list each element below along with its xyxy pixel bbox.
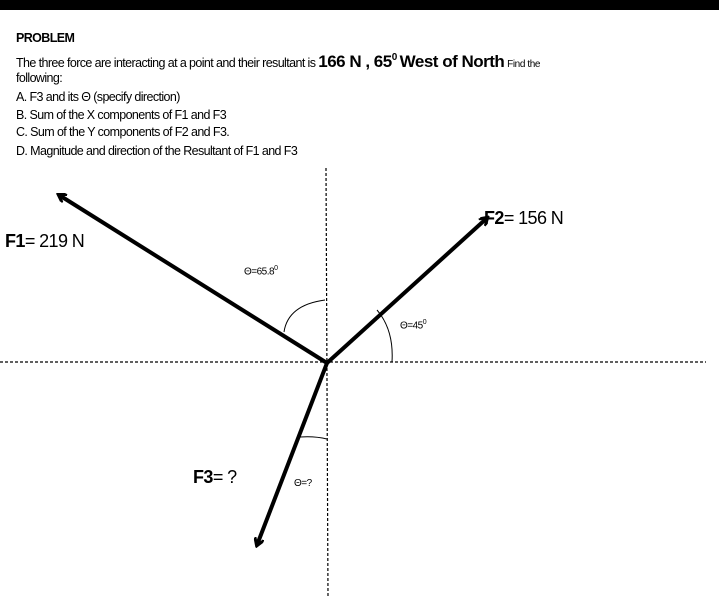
vertical-axis [325, 167, 329, 597]
f1-angle-arc [283, 299, 326, 333]
f1-label: F1= 219 N [5, 231, 85, 252]
question-b: B. Sum of the X components of F1 and F3 [16, 108, 227, 122]
question-a: A. F3 and its Θ (specify direction) [16, 90, 180, 104]
f2-angle-arc [376, 309, 393, 363]
intro-tail: Find the [507, 59, 541, 70]
resultant-direction: West of North [399, 52, 505, 71]
f2-value: = 156 N [503, 208, 564, 228]
resultant-magnitude: 166 N , 65 [318, 52, 392, 71]
f3-value: = ? [212, 467, 237, 487]
f2-angle-degree: 0 [422, 319, 427, 326]
top-black-bar [0, 0, 719, 10]
f2-arrow [325, 218, 487, 365]
f1-angle-text: Θ=65.8 [244, 266, 275, 278]
f2-name: F2 [484, 208, 504, 228]
question-c: C. Sum of the Y components of F2 and F3. [16, 125, 230, 139]
intro-text: The three force are interacting at a poi… [16, 56, 316, 70]
f1-angle-degree: 0 [274, 265, 278, 272]
f1-value: = 219 N [24, 231, 85, 251]
degree-mark: 0 [391, 52, 398, 63]
f3-angle-label: Θ=? [294, 478, 312, 489]
f3-arrow [257, 362, 329, 545]
problem-statement: The three force are interacting at a poi… [16, 52, 540, 72]
f2-angle-text: Θ=45 [400, 320, 423, 332]
question-d: D. Magnitude and direction of the Result… [16, 144, 298, 158]
f2-label: F2= 156 N [484, 208, 564, 229]
f1-angle-label: Θ=65.80 [244, 265, 278, 277]
f2-angle-label: Θ=450 [400, 319, 427, 332]
problem-heading: PROBLEM [16, 31, 75, 45]
intro-continuation: following: [16, 71, 63, 85]
f1-name: F1 [5, 231, 25, 251]
f3-name: F3 [193, 467, 213, 487]
f3-label: F3= ? [193, 467, 237, 488]
f1-arrow [59, 195, 329, 365]
f3-angle-arc [299, 436, 328, 440]
